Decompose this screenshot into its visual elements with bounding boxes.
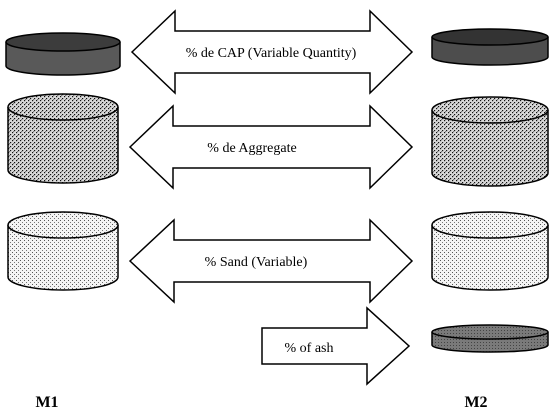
cap-label: % de CAP (Variable Quantity): [186, 46, 357, 61]
m2-ash-disc: [431, 324, 549, 353]
ash-right-arrow: [261, 306, 411, 386]
m1-aggregate-cylinder: [7, 93, 119, 184]
ash-label: % of ash: [285, 341, 334, 356]
sand-double-arrow: [128, 218, 414, 304]
m1-sand-cylinder: [7, 211, 119, 291]
sand-label: % Sand (Variable): [205, 255, 308, 270]
m2-aggregate-cylinder: [431, 96, 549, 187]
m1-cap-disc: [5, 32, 121, 76]
aggregate-label: % de Aggregate: [207, 141, 296, 156]
mixture-m1-label: M1: [35, 394, 58, 411]
m2-sand-cylinder: [431, 211, 549, 291]
aggregate-double-arrow: [128, 104, 414, 190]
cap-double-arrow: [130, 9, 414, 95]
mixture-m2-label: M2: [464, 394, 487, 411]
m2-cap-disc: [431, 28, 549, 66]
